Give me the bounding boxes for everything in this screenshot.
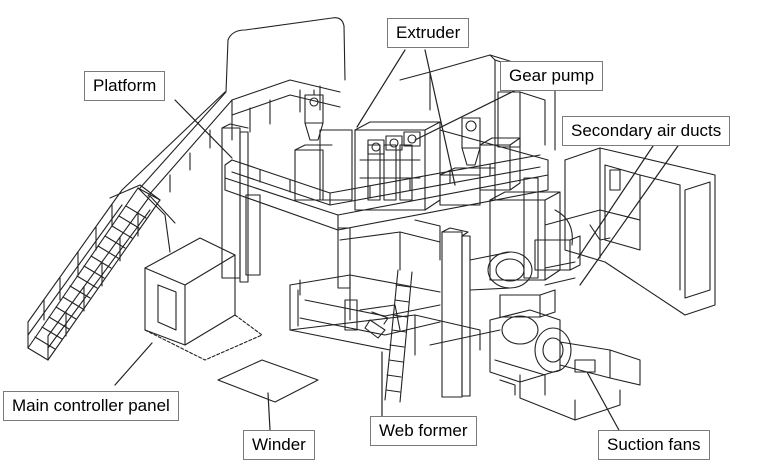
- label-web-former: Web former: [370, 416, 477, 446]
- platform-columns: [221, 123, 539, 398]
- quench-chamber: [469, 191, 611, 291]
- label-main-controller-panel: Main controller panel: [3, 391, 179, 421]
- air-supply-unit: [429, 54, 716, 316]
- staircase: [27, 91, 226, 361]
- label-suction-fans: Suction fans: [598, 430, 710, 460]
- suction-fan-assembly: [489, 289, 641, 421]
- platform-deck: [224, 71, 549, 231]
- label-secondary-air-ducts: Secondary air ducts: [562, 116, 731, 146]
- label-gear-pump: Gear pump: [500, 61, 604, 91]
- web-former: [289, 269, 501, 403]
- label-extruder: Extruder: [387, 18, 470, 48]
- base-frame: [299, 219, 441, 296]
- winder-footprint: [217, 359, 319, 403]
- leader-lines: [114, 49, 681, 433]
- upper-rail: [139, 17, 346, 197]
- controller-panel-cabinet: [144, 237, 263, 361]
- label-winder: Winder: [243, 430, 315, 460]
- label-platform: Platform: [84, 71, 166, 101]
- extruder-units: [294, 89, 521, 211]
